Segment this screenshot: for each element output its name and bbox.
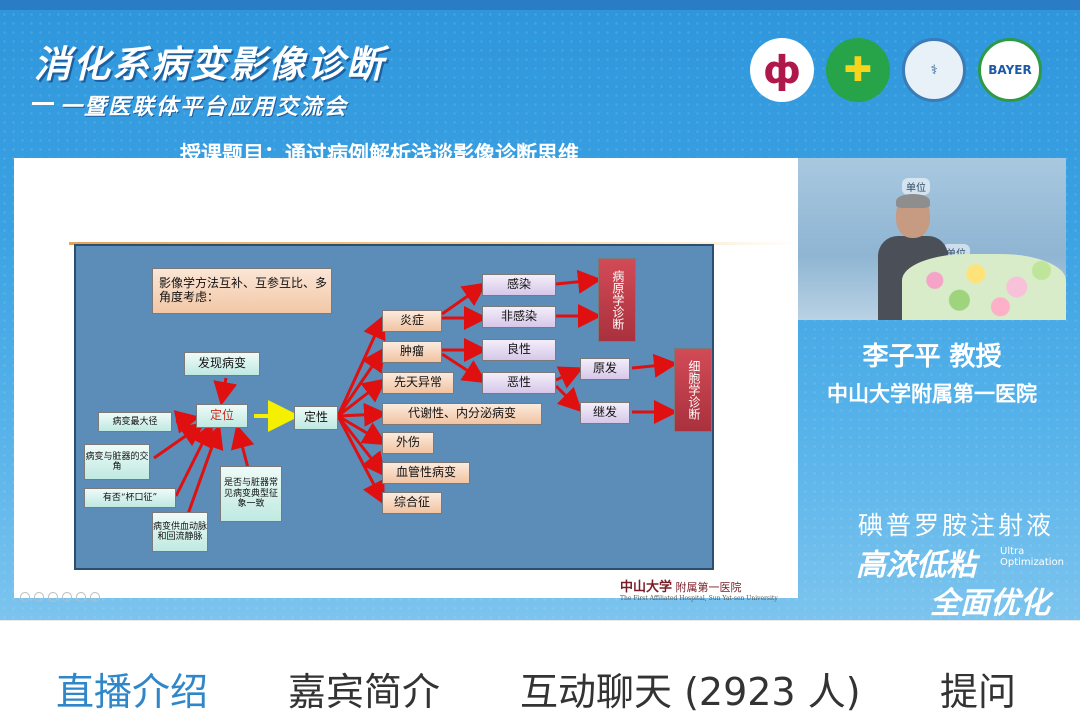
slide-rule [69,242,799,245]
presentation-slide: 影像学方法互补、互参互比、多角度考虑： 发现病变 定位 定性 病变最大径 病变与… [14,158,799,602]
prev-icon[interactable] [20,592,30,602]
flower-arrangement [902,254,1066,320]
status-strip [0,0,1080,10]
category-metabolic: 代谢性、内分泌病变 [382,403,542,425]
event-subtitle: 一暨医联体平台应用交流会 [31,89,348,121]
zoom-icon[interactable] [76,592,86,602]
category-inflammation: 炎症 [382,310,442,332]
more-icon[interactable] [90,592,100,602]
tab-live-intro[interactable]: 直播介绍 [56,670,209,714]
sponsor-logos: ф ✚ ⚕ BAYER [750,38,1042,102]
footer-english: The First Affiliated Hospital, Sun Yat-s… [620,595,778,602]
tab-guest-intro[interactable]: 嘉宾简介 [288,670,441,714]
bayer-logo: BAYER [978,38,1042,102]
tab-questions[interactable]: 提问 [940,670,1017,714]
qualitative-box: 定性 [294,406,338,430]
factor-cup-sign: 有否“杯口征” [84,488,176,508]
factor-typical-sign: 是否与脏器常见病变典型征象一致 [220,466,282,522]
speaker-name: 李子平 教授 [862,342,1002,372]
sponsor-tagline-2: 全面优化 [930,586,1050,620]
category-congenital: 先天异常 [382,372,454,394]
locate-box: 定位 [196,404,248,428]
discover-lesion-box: 发现病变 [184,352,260,376]
event-title: 消化系病变影像诊断 [34,43,385,86]
category-vascular: 血管性病变 [382,462,470,484]
benign-box: 良性 [482,339,556,361]
hospital-footer-logo: 中山大学 附属第一医院 The First Affiliated Hospita… [620,576,778,602]
venue-sign-1: 单位 [902,178,930,195]
society-logo-icon: ф [750,38,814,102]
footer-org: 中山大学 [620,580,673,595]
speaker-camera: 单位 单位 [798,158,1066,320]
primary-box: 原发 [580,358,630,380]
tab-bar: 直播介绍 嘉宾简介 互动聊天 (2923 人) 提问 [0,620,1080,726]
factor-organ-angle: 病变与脏器的交角 [84,444,150,480]
cytology-diagnosis-box: 细胞学诊断 [674,348,712,432]
factor-vessels: 病变供血动脉和回流静脉 [152,512,208,552]
non-infection-box: 非感染 [482,306,556,328]
pathogen-diagnosis-box: 病原学诊断 [598,258,636,342]
pen-icon[interactable] [48,592,58,602]
footer-dept: 附属第一医院 [675,581,742,594]
gdscm-logo-icon: ⚕ [902,38,966,102]
tab-chat[interactable]: 互动聊天 (2923 人) [520,670,861,714]
infection-box: 感染 [482,274,556,296]
speaker-affiliation: 中山大学附属第一医院 [827,382,1037,406]
diagnosis-flowchart: 影像学方法互补、互参互比、多角度考虑： 发现病变 定位 定性 病变最大径 病变与… [74,244,714,570]
menu-icon[interactable] [62,592,72,602]
video-stage[interactable]: 消化系病变影像诊断 一暨医联体平台应用交流会 授课题目：通过病例解析浅谈影像诊断… [0,10,1080,620]
next-icon[interactable] [34,592,44,602]
flowchart-arrows [153,269,678,515]
medical-cross-logo-icon: ✚ [826,38,890,102]
sponsor-drug-name: 碘普罗胺注射液 [858,511,1055,540]
sponsor-tagline-1: 高浓低粘 [856,548,976,583]
category-syndrome: 综合征 [382,492,442,514]
category-trauma: 外伤 [382,432,434,454]
malignant-box: 恶性 [482,372,556,394]
slide-controls[interactable] [20,592,100,602]
factor-lesion-diameter: 病变最大径 [98,412,172,432]
sponsor-tagline-en: Ultra Optimization [1000,546,1064,568]
method-note: 影像学方法互补、互参互比、多角度考虑： [152,268,332,314]
category-tumor: 肿瘤 [382,341,442,363]
secondary-box: 继发 [580,402,630,424]
